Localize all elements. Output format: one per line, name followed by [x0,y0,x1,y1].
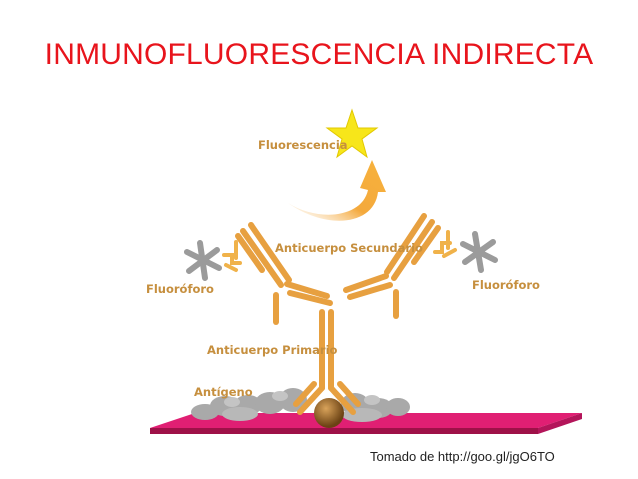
label-primary-antibody: Anticuerpo Primario [207,343,338,357]
label-fluorophore-left: Fluoróforo [146,282,214,296]
primary-antibody [293,309,361,415]
fluorescence-star-icon [325,108,379,159]
label-fluorophore-right: Fluoróforo [472,278,540,292]
fluorophore-left-icon [184,240,222,281]
page-title: INMUNOFLUORESCENCIA INDIRECTA [44,38,594,71]
fluorophore-linkers [222,230,457,272]
secondary-antibody-left [235,222,333,325]
fluorophore-right-icon [460,231,498,273]
antigen-sphere [314,398,344,428]
source-credit: Tomado de http://goo.gl/jgO6TO [370,449,555,464]
label-fluorescence: Fluorescencia [258,138,348,152]
secondary-antibody-right [343,213,441,319]
fluorescence-arrow-icon [288,160,386,221]
label-secondary-antibody: Anticuerpo Secundario [275,241,423,255]
label-antigen: Antígeno [194,385,253,399]
